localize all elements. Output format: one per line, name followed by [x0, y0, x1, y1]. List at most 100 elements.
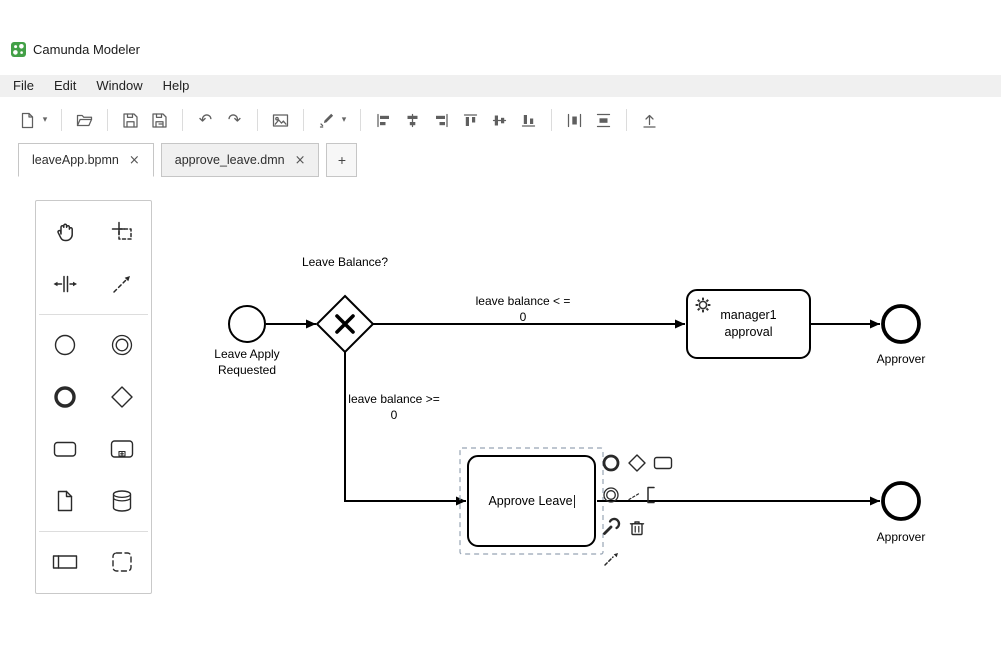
palette-global-connect-tool[interactable] — [93, 258, 150, 310]
toolbar-separator — [551, 109, 552, 131]
intermediate-event-icon — [603, 487, 619, 503]
end-event-icon — [53, 386, 76, 408]
context-connect-tool[interactable] — [601, 549, 621, 574]
palette-create-start-event[interactable] — [36, 319, 93, 371]
window-title: Camunda Modeler — [33, 41, 140, 57]
tab-approve-leave-dmn[interactable]: approve_leave.dmn × — [160, 143, 320, 177]
end-event-bottom-shape[interactable] — [881, 481, 921, 521]
deploy-upload-icon — [643, 114, 656, 128]
trash-icon — [629, 521, 645, 536]
context-append-text-annotation[interactable] — [627, 485, 661, 510]
toolbar: ▾ ↶ ↷ ▾ — [0, 97, 1001, 143]
text-annotation-icon — [628, 486, 655, 504]
context-append-end-event[interactable] — [601, 453, 621, 478]
align-center-button[interactable] — [400, 108, 425, 133]
end-event-top-shape[interactable] — [881, 304, 921, 344]
context-change-type[interactable] — [601, 517, 621, 542]
distribute-horizontally-button[interactable] — [562, 108, 587, 133]
start-event-label[interactable]: Leave Apply Requested — [214, 347, 280, 377]
task-icon — [653, 456, 673, 470]
save-button[interactable] — [118, 108, 143, 133]
save-as-button[interactable] — [147, 108, 172, 133]
tab-close-icon[interactable]: × — [294, 152, 306, 168]
connect-arrow-icon — [112, 276, 130, 293]
palette-create-gateway[interactable] — [93, 371, 150, 423]
new-diagram-button[interactable] — [15, 108, 40, 133]
text-cursor — [573, 494, 575, 508]
toolbar-separator — [182, 109, 183, 131]
tab-label: leaveApp.bpmn — [32, 153, 119, 167]
palette-separator — [39, 531, 148, 532]
context-append-task[interactable] — [653, 453, 674, 478]
align-right-button[interactable] — [429, 108, 454, 133]
context-delete[interactable] — [627, 517, 647, 542]
palette-separator — [39, 314, 148, 315]
menu-window[interactable]: Window — [96, 78, 143, 93]
camunda-logo-icon — [11, 41, 26, 57]
redo-button[interactable]: ↷ — [222, 108, 247, 133]
menu-file[interactable]: File — [13, 78, 34, 93]
diagram-canvas[interactable]: Leave Balance? Leave Apply Requested lea… — [0, 177, 1001, 649]
end-event-top-label[interactable]: Approver — [876, 352, 926, 366]
caret-down-icon: ▾ — [42, 115, 48, 125]
distribute-vertically-button[interactable] — [591, 108, 616, 133]
align-left-icon — [377, 113, 389, 127]
export-image-button[interactable] — [268, 108, 293, 133]
palette-lasso-tool[interactable] — [93, 206, 150, 258]
deploy-button[interactable] — [637, 108, 662, 133]
participant-pool-icon — [52, 555, 77, 569]
palette-hand-tool[interactable] — [36, 206, 93, 258]
toolbar-separator — [303, 109, 304, 131]
open-file-button[interactable] — [72, 108, 97, 133]
new-tab-button[interactable]: + — [326, 143, 358, 177]
context-append-intermediate-event[interactable] — [601, 485, 621, 510]
set-color-button[interactable] — [314, 108, 339, 133]
palette-create-participant[interactable] — [36, 536, 93, 588]
start-event-icon — [54, 334, 75, 356]
align-top-button[interactable] — [458, 108, 483, 133]
service-task-gear-icon — [695, 297, 711, 313]
gateway-label[interactable]: Leave Balance? — [301, 255, 389, 269]
start-event-shape[interactable] — [228, 305, 266, 343]
align-bottom-button[interactable] — [516, 108, 541, 133]
caret-down-icon: ▾ — [341, 115, 347, 125]
end-event-bottom-label[interactable]: Approver — [876, 530, 926, 544]
end-event-icon — [602, 454, 620, 472]
tab-label: approve_leave.dmn — [174, 153, 285, 167]
palette-create-subprocess[interactable] — [93, 423, 150, 475]
align-left-button[interactable] — [371, 108, 396, 133]
undo-button[interactable]: ↶ — [193, 108, 218, 133]
set-color-dropdown[interactable]: ▾ — [338, 108, 350, 133]
tab-leaveapp-bpmn[interactable]: leaveApp.bpmn × — [18, 143, 154, 177]
hand-icon — [56, 223, 73, 242]
palette-create-task[interactable] — [36, 423, 93, 475]
task-icon — [53, 441, 76, 457]
sequence-flow-gateway-to-approve[interactable] — [344, 352, 466, 506]
context-append-gateway[interactable] — [627, 453, 647, 478]
toolbar-separator — [257, 109, 258, 131]
gateway-icon — [110, 386, 133, 408]
align-middle-button[interactable] — [487, 108, 512, 133]
palette-space-tool[interactable] — [36, 258, 93, 310]
user-task-label[interactable]: Approve Leave — [488, 493, 575, 508]
flow-approve-label[interactable]: leave balance >= 0 — [348, 392, 440, 422]
menu-help[interactable]: Help — [162, 78, 190, 93]
undo-icon: ↶ — [198, 110, 213, 129]
tab-close-icon[interactable]: × — [128, 152, 140, 168]
bpmn-diagram — [228, 289, 921, 555]
palette — [35, 200, 152, 594]
palette-create-data-store[interactable] — [93, 475, 150, 527]
palette-create-group[interactable] — [93, 536, 150, 588]
flow-manager-label[interactable]: leave balance < = 0 — [475, 294, 571, 324]
palette-create-intermediate-event[interactable] — [93, 319, 150, 371]
title-bar: Camunda Modeler — [0, 37, 140, 61]
group-icon — [111, 552, 132, 572]
palette-create-data-object[interactable] — [36, 475, 93, 527]
menu-edit[interactable]: Edit — [53, 78, 77, 93]
save-icon — [123, 112, 138, 128]
service-task-label[interactable]: manager1 approval — [720, 308, 777, 339]
new-diagram-dropdown[interactable]: ▾ — [39, 108, 51, 133]
open-folder-icon — [76, 114, 93, 126]
palette-create-end-event[interactable] — [36, 371, 93, 423]
user-task-shape[interactable] — [467, 455, 596, 547]
